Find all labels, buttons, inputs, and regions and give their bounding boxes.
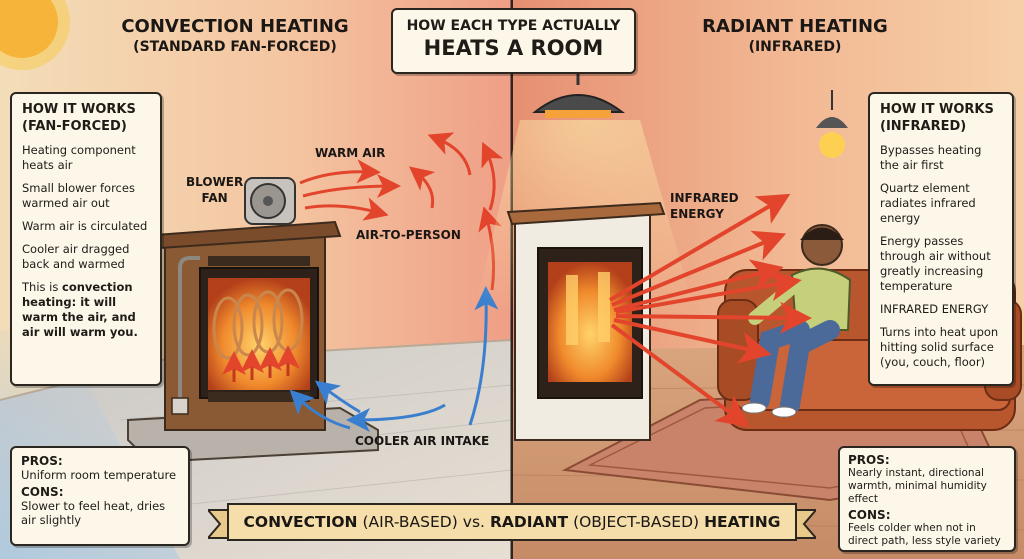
radiant-how-it-works-box: HOW IT WORKS (INFRARED) Bypasses heating… <box>868 92 1014 386</box>
banner-text: CONVECTION (AIR-BASED) vs. RADIANT (OBJE… <box>208 500 816 544</box>
convection-title-main: CONVECTION HEATING <box>121 16 349 37</box>
center-title-line2: HEATS A ROOM <box>423 36 604 60</box>
sun-icon <box>0 0 70 70</box>
radiant-step: Energy passes through air without greatl… <box>880 234 991 293</box>
cooler-air-intake-label: COOLER AIR INTAKE <box>355 434 490 448</box>
convection-title-sub: (STANDARD FAN-FORCED) <box>133 39 337 55</box>
radiant-pros-cons-box: PROS: Nearly instant, directional warmth… <box>838 446 1016 552</box>
convection-step: Warm air is circulated <box>22 219 148 233</box>
convection-summary: This is convection heating: it will warm… <box>22 280 150 340</box>
center-title-line1: HOW EACH TYPE ACTUALLY <box>406 18 621 34</box>
radiant-step: Bypasses heating the air first <box>880 143 982 172</box>
convection-box-subheading: (FAN-FORCED) <box>22 119 127 134</box>
convection-cons-label: CONS: <box>21 485 64 499</box>
radiant-title-main: RADIANT HEATING <box>702 16 888 37</box>
radiant-pros-text: Nearly instant, directional warmth, mini… <box>848 467 987 505</box>
radiant-cons-label: CONS: <box>848 508 891 522</box>
convection-step: Small blower forces warmed air out <box>22 181 135 210</box>
infrared-rays <box>608 193 812 428</box>
banner-paren-air-based: (AIR-BASED) <box>362 513 458 531</box>
radiant-pros-label: PROS: <box>848 453 890 467</box>
radiant-box-subheading: (INFRARED) <box>880 119 967 134</box>
convection-step: Heating component heats air <box>22 143 136 172</box>
air-to-person-label: AIR-TO-PERSON <box>356 228 461 242</box>
warm-air-arrows <box>299 132 504 291</box>
convection-how-it-works-box: HOW IT WORKS (FAN-FORCED) Heating compon… <box>10 92 162 386</box>
convection-summary-emphasis: convection heating: it will warm the air… <box>22 280 138 339</box>
convection-pros-cons-box: PROS: Uniform room temperature CONS: Slo… <box>10 446 190 546</box>
radiant-step: INFRARED ENERGY <box>880 302 989 316</box>
convection-pros-label: PROS: <box>21 454 63 468</box>
blower-fan-label: BLOWER FAN <box>186 175 244 205</box>
hanging-bulb <box>816 90 848 158</box>
convection-title: CONVECTION HEATING (STANDARD FAN-FORCED) <box>105 16 365 55</box>
convection-step: Cooler air dragged back and warmed <box>22 242 130 271</box>
convection-summary-lead: This is <box>22 280 62 294</box>
radiant-box-heading: HOW IT WORKS <box>880 102 994 117</box>
radiant-cons-text: Feels colder when not in direct path, le… <box>848 522 1001 547</box>
radiant-title-sub: (INFRARED) <box>748 39 842 55</box>
warm-air-label: WARM AIR <box>315 146 386 160</box>
center-title-box: HOW EACH TYPE ACTUALLY HEATS A ROOM <box>391 8 636 74</box>
convection-fireplace-illustration <box>127 177 379 464</box>
convection-pros-text: Uniform room temperature <box>21 468 177 482</box>
radiant-title: RADIANT HEATING (INFRARED) <box>695 16 895 55</box>
banner-paren-object-based: (OBJECT-BASED) <box>573 513 700 531</box>
comparison-banner: CONVECTION (AIR-BASED) vs. RADIANT (OBJE… <box>208 500 816 544</box>
banner-word-heating: HEATING <box>704 513 781 531</box>
banner-word-radiant: RADIANT <box>489 513 569 531</box>
radiant-step: Quartz element radiates infrared energy <box>880 181 976 225</box>
banner-word-convection: CONVECTION <box>243 513 358 531</box>
radiant-fireplace-illustration <box>506 201 666 441</box>
radiant-step: Turns into heat upon hitting solid surfa… <box>880 325 999 369</box>
convection-cons-text: Slower to feel heat, dries air slightly <box>21 499 166 527</box>
convection-box-heading: HOW IT WORKS <box>22 102 136 117</box>
banner-vs: vs. <box>462 513 485 531</box>
banner-ribbon <box>208 503 816 541</box>
infrared-energy-label: INFRARED ENERGY <box>670 191 739 221</box>
